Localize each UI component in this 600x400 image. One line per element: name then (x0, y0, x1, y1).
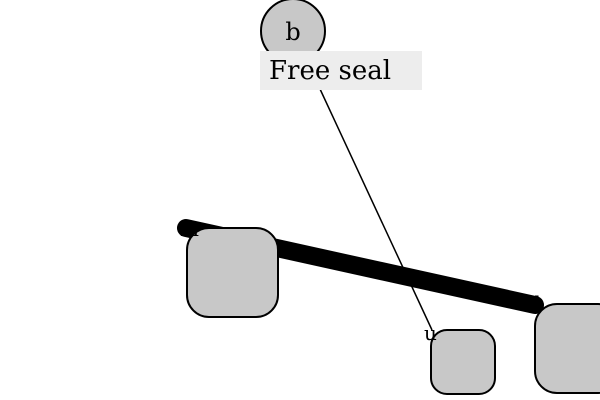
port-label-m: m (180, 217, 199, 241)
node-m (186, 227, 279, 318)
port-label-d: d (528, 291, 541, 315)
node-u (430, 329, 496, 395)
edge-b-u (319, 88, 433, 331)
edge-label-background (260, 51, 422, 90)
port-label-u: u (424, 321, 437, 345)
node-d (534, 303, 600, 394)
node-b-label: b (285, 18, 300, 46)
edge-b-u-label: Free seal (269, 56, 391, 86)
